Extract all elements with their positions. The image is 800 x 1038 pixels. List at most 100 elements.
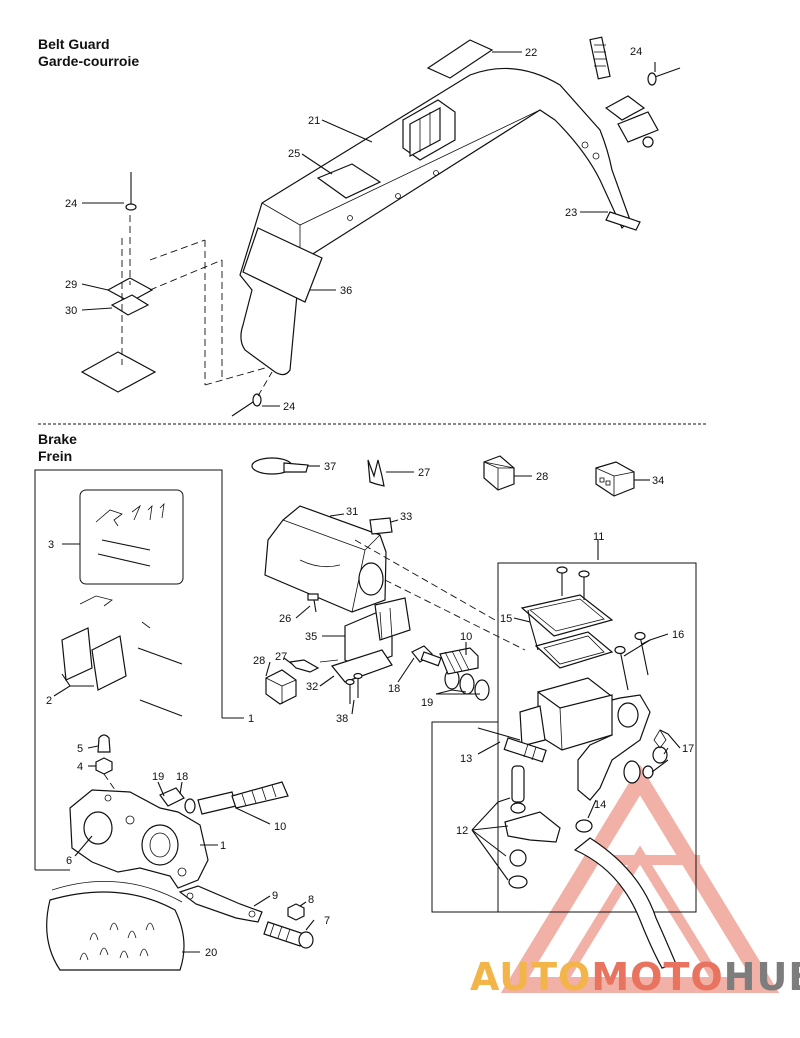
decal-25 (316, 163, 382, 199)
connector-28-left (265, 669, 297, 705)
bolt-7 (263, 921, 314, 949)
mount-hole (395, 193, 401, 199)
hinge-bracket-assembly (80, 172, 266, 393)
callout-35: 35 (305, 631, 317, 643)
assembly-guide (384, 579, 526, 651)
connector-34 (595, 461, 635, 497)
callout-37: 37 (324, 461, 336, 473)
callout-11: 11 (593, 531, 604, 543)
belt-guard-title-en: Belt Guard (38, 36, 110, 52)
callout-28: 28 (536, 471, 548, 483)
callout-26: 26 (279, 613, 291, 625)
mount-hole (581, 141, 589, 149)
belt-guard-title-fr: Garde-courroie (38, 53, 140, 69)
belt-guard-heading: Belt Guard Garde-courroie (38, 36, 139, 70)
callout-8: 8 (308, 894, 314, 906)
clip-27-top (367, 459, 385, 487)
decal-22 (426, 39, 494, 79)
brake-lever-12 (504, 765, 677, 969)
base-plate (80, 351, 157, 393)
callout-16: 16 (672, 629, 684, 641)
callout-10: 10 (460, 631, 472, 643)
callout-13: 13 (460, 753, 472, 765)
lever-pivot-bolt (511, 765, 525, 803)
brake-pads-2 (61, 595, 183, 717)
spring-fastener (589, 36, 611, 80)
callout-30: 30 (65, 305, 77, 317)
bracket-29 (106, 277, 154, 303)
mounting-bracket-9 (178, 885, 263, 923)
brake-switch-35 (344, 597, 411, 669)
callout-32: 32 (306, 681, 318, 693)
callout-14: 14 (594, 799, 606, 811)
bracket-32 (330, 649, 393, 683)
callout-33: 33 (400, 511, 412, 523)
watermark-part-hub: HUB (723, 955, 800, 999)
plate-30 (110, 294, 150, 316)
mount-hole (592, 152, 600, 160)
watermark-part-auto: AUTO (470, 955, 592, 999)
brake-callouts: 37 27 28 34 31 33 11 3 26 15 16 35 10 28… (46, 461, 694, 959)
assembly-guide (354, 539, 496, 621)
callout-21: 21 (308, 115, 320, 127)
rivet-bottom (231, 371, 273, 417)
callout-25: 25 (288, 148, 300, 160)
callout-20: 20 (205, 947, 217, 959)
callout-19: 19 (421, 697, 433, 709)
callout-34: 34 (652, 475, 664, 487)
clip-23 (605, 211, 641, 231)
brake-disc-20 (46, 880, 185, 971)
callout-28: 28 (253, 655, 265, 667)
callout-24: 24 (65, 198, 77, 210)
watermark-part-moto: MOTO (591, 955, 724, 999)
callout-36: 36 (340, 285, 352, 297)
callout-18: 18 (388, 683, 400, 695)
callout-1: 1 (220, 840, 226, 852)
callout-18: 18 (176, 771, 188, 783)
callout-31: 31 (346, 506, 358, 518)
top-bracket (402, 99, 456, 161)
screws-26-38 (307, 593, 363, 704)
callout-15: 15 (500, 613, 512, 625)
brake-title-en: Brake (38, 431, 77, 447)
lever-nut-14 (575, 819, 593, 833)
brake-caliper-6 (69, 789, 209, 889)
bleed-screw-5-4 (95, 734, 123, 801)
reservoir-gasket (534, 631, 614, 669)
tie-wrap-37 (251, 457, 309, 475)
clip-27-left (288, 659, 339, 673)
callout-38: 38 (336, 713, 348, 725)
callout-9: 9 (272, 890, 278, 902)
callout-19: 19 (152, 771, 164, 783)
callout-24: 24 (283, 401, 295, 413)
belt-guard-leaders (81, 51, 656, 407)
brake-title-fr: Frein (38, 448, 73, 464)
callout-4: 4 (77, 761, 83, 773)
belt-guard-assembly (80, 36, 681, 417)
brake-heading: Brake Frein (38, 431, 77, 465)
belt-guard-callouts: 22 24 21 25 23 24 29 30 36 24 (65, 46, 642, 413)
callout-23: 23 (565, 207, 577, 219)
callout-12: 12 (456, 825, 468, 837)
callout-7: 7 (324, 915, 330, 927)
latch-clip (617, 111, 659, 143)
brake-line-fitting-10 (439, 647, 479, 675)
callout-10: 10 (274, 821, 286, 833)
handlebar-housing-31 (264, 505, 387, 613)
callout-22: 22 (525, 47, 537, 59)
nut-8 (287, 903, 305, 921)
callout-24: 24 (630, 46, 642, 58)
master-cylinder-11 (477, 566, 668, 801)
callout-27: 27 (275, 651, 287, 663)
callout-5: 5 (77, 743, 83, 755)
lever-blade (573, 837, 677, 969)
callout-29: 29 (65, 279, 77, 291)
pivot-nut (652, 746, 668, 764)
caliper-brake-line-10 (159, 781, 289, 815)
callout-2: 2 (46, 695, 52, 707)
mount-hole (433, 170, 439, 176)
watermark-text: AUTOMOTOHUB (470, 955, 800, 999)
callout-6: 6 (66, 855, 72, 867)
